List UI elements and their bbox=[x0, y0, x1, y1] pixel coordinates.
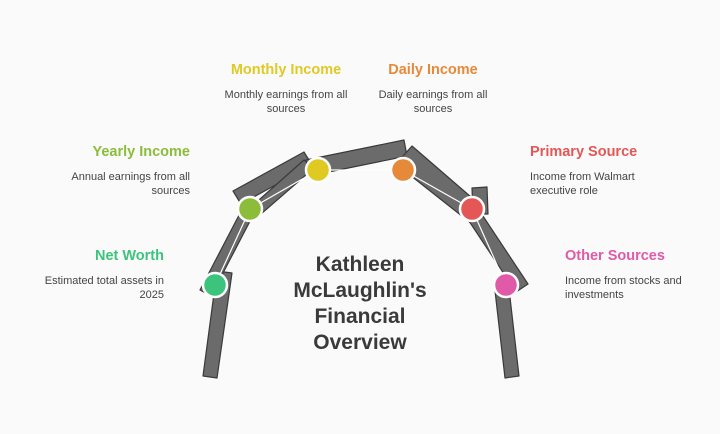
monthly-income-description: Monthly earnings from all sources bbox=[224, 89, 348, 115]
primary-source-node bbox=[458, 195, 486, 223]
other-sources-label: Other Sources Income from stocks and inv… bbox=[565, 247, 695, 302]
yearly-income-label: Yearly Income Annual earnings from all s… bbox=[40, 143, 190, 198]
net-worth-title: Net Worth bbox=[94, 248, 164, 264]
arch-left-leg bbox=[202, 270, 233, 379]
monthly-income-title: Monthly Income bbox=[230, 62, 342, 78]
other-sources-description: Income from stocks and investments bbox=[565, 275, 682, 301]
connector-line bbox=[214, 208, 251, 286]
other-sources-node bbox=[492, 271, 520, 299]
monthly-income-node bbox=[304, 156, 332, 184]
monthly-income-label: Monthly Income Monthly earnings from all… bbox=[222, 61, 350, 116]
other-sources-title: Other Sources bbox=[565, 248, 665, 264]
connector-line bbox=[471, 208, 507, 286]
daily-income-description: Daily earnings from all sources bbox=[378, 89, 488, 115]
primary-source-description: Income from Walmart executive role bbox=[530, 171, 635, 197]
daily-income-title: Daily Income bbox=[388, 62, 478, 78]
net-worth-node bbox=[201, 271, 229, 299]
daily-income-node bbox=[389, 156, 417, 184]
yearly-income-node bbox=[236, 195, 264, 223]
title-line-4: Overview bbox=[313, 331, 407, 354]
title-line-3: Financial bbox=[314, 305, 406, 328]
yearly-income-title: Yearly Income bbox=[92, 144, 190, 160]
daily-income-label: Daily Income Daily earnings from all sou… bbox=[368, 61, 498, 116]
primary-source-label: Primary Source Income from Walmart execu… bbox=[530, 143, 670, 198]
title-line-2: McLaughlin's bbox=[293, 279, 427, 302]
primary-source-title: Primary Source bbox=[530, 144, 638, 160]
title-line-1: Kathleen bbox=[315, 253, 405, 276]
net-worth-label: Net Worth Estimated total assets in 2025 bbox=[40, 247, 164, 302]
net-worth-description: Estimated total assets in 2025 bbox=[44, 275, 164, 301]
yearly-income-description: Annual earnings from all sources bbox=[71, 171, 190, 197]
diagram-title: Kathleen McLaughlin's Financial Overview bbox=[260, 252, 460, 356]
